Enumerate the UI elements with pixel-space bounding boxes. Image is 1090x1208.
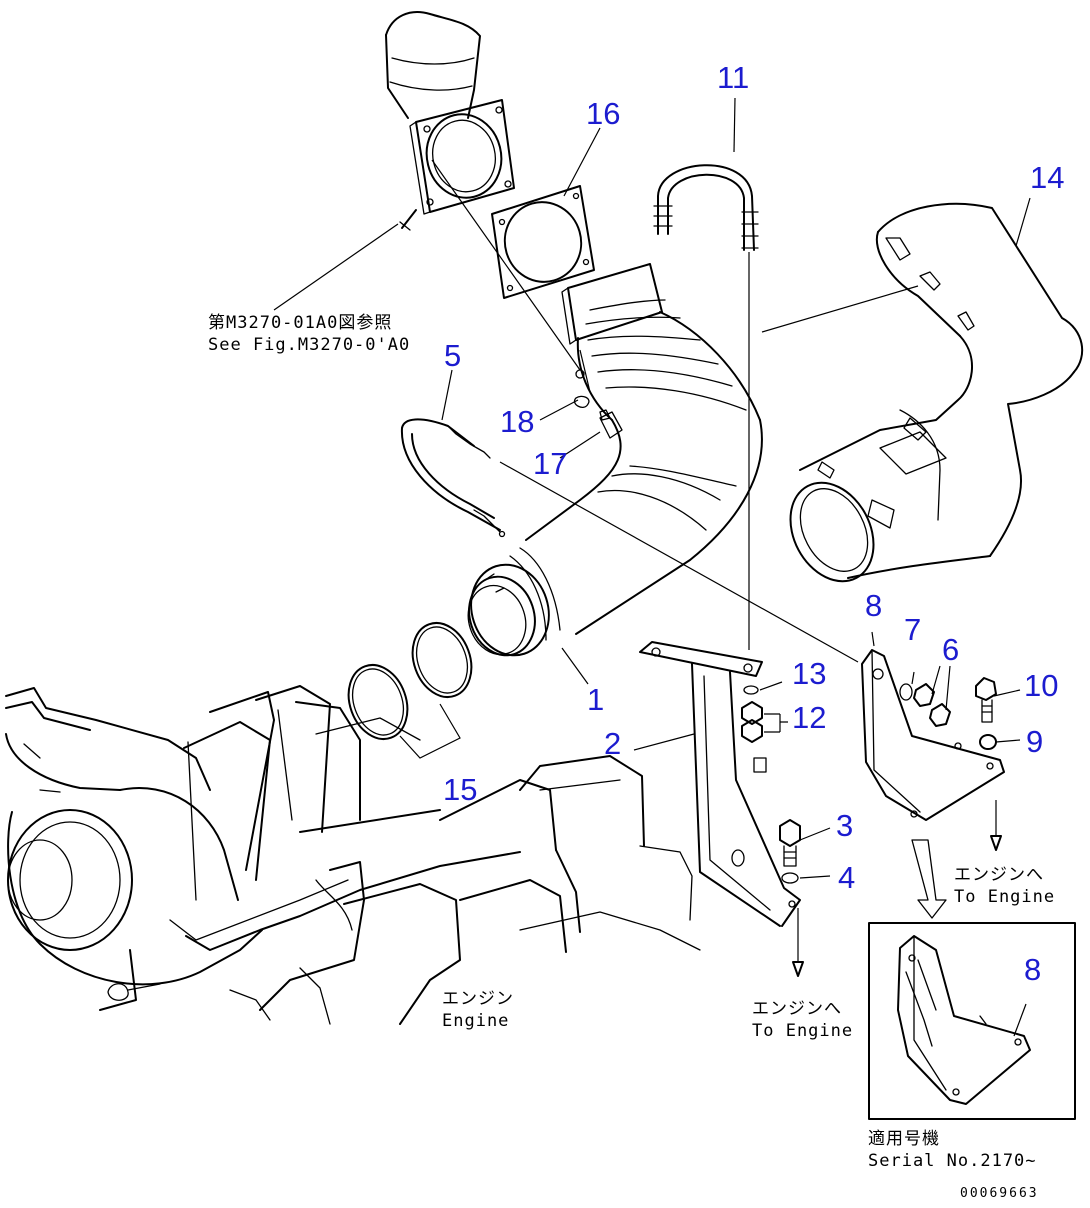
callout-1: 1 [587, 682, 605, 717]
upstream-duct-flange [385, 11, 515, 231]
callout-2: 2 [604, 726, 622, 761]
u-bolt-11 [653, 164, 759, 650]
reference-note-en: See Fig.M3270-0'A0 [208, 335, 411, 355]
to-engine-label-right: エンジンへ To Engine [954, 864, 1055, 908]
gasket-16 [491, 185, 595, 299]
insulation-cover-14 [761, 202, 1083, 583]
callout-3: 3 [836, 808, 854, 843]
gaskets-15 [347, 622, 473, 759]
callout-16: 16 [586, 96, 621, 131]
callout-17: 17 [533, 446, 568, 481]
engine-label: エンジン Engine [442, 988, 514, 1032]
serial-number-en: Serial No.2170~ [868, 1151, 1037, 1171]
callout-7: 7 [904, 612, 922, 647]
reference-note-jp: 第M3270-01A0図参照 [208, 313, 393, 333]
to-engine-left-jp: エンジンへ [752, 999, 842, 1019]
serial-number-jp: 適用号機 [868, 1129, 940, 1149]
callout-10: 10 [1024, 668, 1059, 703]
engine-turbocharger [5, 685, 701, 1025]
to-engine-right-jp: エンジンへ [954, 865, 1044, 885]
to-engine-label-left: エンジンへ To Engine [752, 998, 853, 1042]
document-id: 00069663 [960, 1186, 1039, 1201]
callout-15: 15 [443, 772, 478, 807]
to-engine-right-en: To Engine [954, 887, 1056, 907]
to-engine-left-en: To Engine [752, 1021, 854, 1041]
clamp-5 [400, 418, 506, 538]
bracket-2 [633, 641, 804, 977]
callout-5: 5 [444, 338, 462, 373]
hose-1 [467, 263, 763, 657]
engine-label-en: Engine [442, 1011, 510, 1031]
engine-label-jp: エンジン [442, 989, 514, 1009]
bracket-8 [499, 461, 1005, 919]
callout-13: 13 [792, 656, 827, 691]
callout-9: 9 [1026, 724, 1044, 759]
hardware-6-7-9-10 [899, 665, 1021, 750]
inset-variant [868, 922, 1076, 1120]
callout-8: 8 [865, 588, 883, 623]
callout-12: 12 [792, 700, 827, 735]
reference-note: 第M3270-01A0図参照 See Fig.M3270-0'A0 [208, 312, 410, 356]
serial-number-note: 適用号機 Serial No.2170~ [868, 1128, 1037, 1172]
callout-18: 18 [500, 404, 535, 439]
callout-6: 6 [942, 632, 960, 667]
callout-4: 4 [838, 860, 856, 895]
hardware-3-4-12-13 [741, 681, 831, 884]
callout-8-inset: 8 [1024, 952, 1042, 987]
leader-lines [273, 97, 1031, 685]
callout-11: 11 [717, 60, 750, 95]
callout-14: 14 [1030, 160, 1065, 195]
